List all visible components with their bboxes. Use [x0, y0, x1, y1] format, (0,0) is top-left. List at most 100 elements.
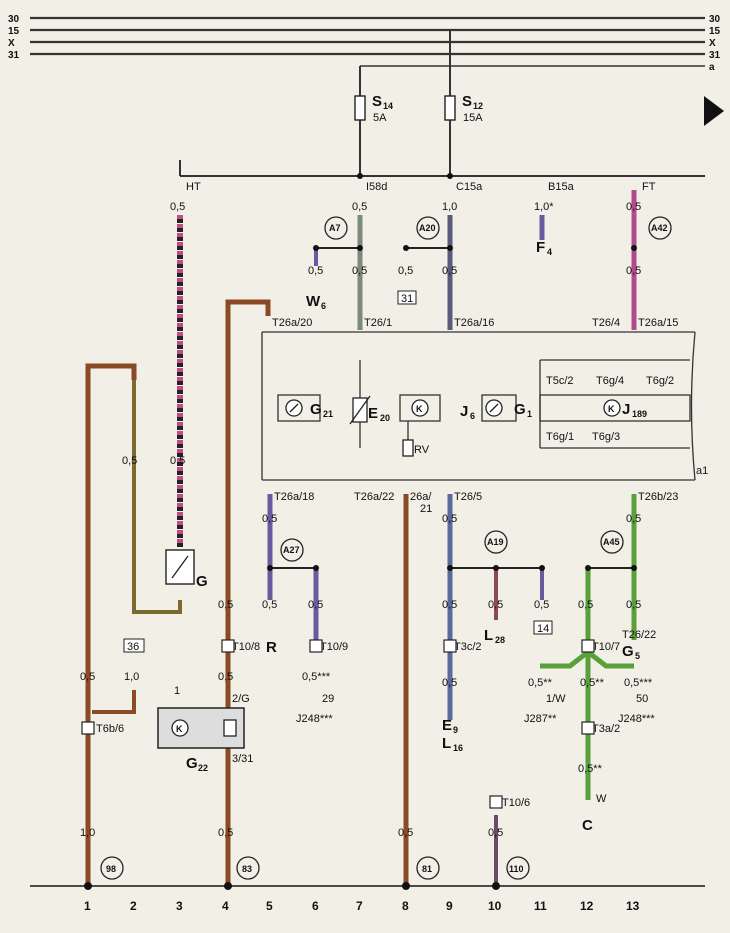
- size-col9b: 0,5: [442, 599, 457, 611]
- conn-c15a: C15a: [456, 181, 483, 193]
- col-7: 7: [356, 899, 363, 913]
- wire-size-labels: 0,5 0,5 1,0 1,0* 0,5 0,5 0,5 0,5 0,5 0,5…: [80, 201, 653, 839]
- size-col9-top: 0,5: [442, 265, 457, 277]
- wire-col1: [85, 363, 137, 885]
- pin-t3c-2: T3c/2: [454, 641, 482, 653]
- fuse-s12-sub: 12: [473, 101, 483, 111]
- size-b15a: 1,0*: [534, 201, 554, 213]
- size-col5: 0,5: [262, 599, 277, 611]
- pin-t6g-4: T6g/4: [596, 375, 624, 387]
- size-col8-bottom: 0,5: [398, 827, 413, 839]
- fuse-feeds: [179, 30, 451, 176]
- pin-t26-22: T26/22: [622, 629, 656, 641]
- pin-t10-8: T10/8: [232, 641, 260, 653]
- earth-ref-83: 83: [242, 864, 252, 874]
- size-i58d: 0,5: [352, 201, 367, 213]
- boxed-ref-31: 31: [401, 293, 413, 305]
- boxed-refs: 31 36 14: [123, 290, 553, 653]
- col-11: 11: [534, 899, 547, 913]
- comp-c: C: [582, 817, 593, 834]
- earth-ref-circles: [100, 856, 530, 880]
- ground-points: [280, 216, 672, 562]
- size-col9c: 0,5: [442, 677, 457, 689]
- pin-t26a-20: T26a/20: [272, 317, 312, 329]
- comp-j248-a: J248***: [296, 713, 333, 725]
- column-numbers: 1 2 3 4 5 6 7 8 9 10 11 12 13: [84, 899, 640, 913]
- continuation-arrow-icon: [704, 96, 724, 126]
- earth-ref-110: 110: [509, 864, 524, 874]
- conn-b15a: B15a: [548, 181, 575, 193]
- size-col13-top: 0,5: [626, 265, 641, 277]
- comp-l16-sub: 16: [453, 743, 463, 753]
- comp-l16: L: [442, 735, 451, 752]
- instrument-cluster: [261, 331, 696, 481]
- ground-point-labels: A7 A20 A42 A27 A19 A45: [283, 223, 668, 555]
- pin-t6g-1: T6g/1: [546, 431, 574, 443]
- col-13: 13: [626, 899, 640, 913]
- comp-j248-b: J248***: [618, 713, 655, 725]
- col-5: 5: [266, 899, 273, 913]
- k-symbol-icon: K: [416, 404, 423, 414]
- size-ft: 0,5: [626, 201, 641, 213]
- col-1: 1: [84, 899, 91, 913]
- comp-f4-sub: 4: [547, 247, 552, 257]
- wires: [85, 190, 637, 885]
- earth-ref-labels: 98 83 81 110: [106, 864, 524, 874]
- g22-k-icon: K: [176, 724, 183, 734]
- comp-j189-sub: 189: [632, 409, 647, 419]
- pin-t10-7: T10/7: [592, 641, 620, 653]
- comp-j287: J287**: [524, 713, 557, 725]
- comp-j189: J: [622, 401, 630, 418]
- pin-t26-4: T26/4: [592, 317, 620, 329]
- comp-g1: G: [514, 401, 526, 418]
- size-col10-bottom: 0,5: [488, 827, 503, 839]
- size-col13-mid: 0,5: [626, 513, 641, 525]
- bus-label-15-right: 15: [709, 26, 721, 37]
- comp-g21: G: [310, 401, 322, 418]
- size-col3: 0,5: [170, 455, 185, 467]
- connector-symbols: [81, 639, 595, 809]
- size-col7: 0,5: [352, 265, 367, 277]
- comp-w6-sub: 6: [321, 301, 326, 311]
- col-10: 10: [488, 899, 502, 913]
- bus-label-31-left: 31: [8, 50, 20, 61]
- bus-label-a-right: a: [709, 62, 715, 73]
- boxed-ref-36: 36: [127, 641, 139, 653]
- bus-labels-left: 30 15 X 31: [8, 14, 20, 61]
- sensor-g22: K G 22: [157, 707, 245, 773]
- comp-j6-sub: 6: [470, 411, 475, 421]
- size-w6: 0,5: [308, 265, 323, 277]
- pin-t6g-3: T6g/3: [592, 431, 620, 443]
- comp-l28: L: [484, 627, 493, 644]
- size-col2: 0,5: [122, 455, 137, 467]
- comp-e9-sub: 9: [453, 725, 458, 735]
- pin-t26a-22: T26a/22: [354, 491, 394, 503]
- conn-i58d: I58d: [366, 181, 387, 193]
- comp-w6: W: [306, 293, 321, 310]
- size-col2b: 1,0: [124, 671, 139, 683]
- ground-a19: A19: [487, 537, 504, 547]
- col-4: 4: [222, 899, 229, 913]
- component-labels: W 6 F 4 G 21 E 20 J 6 G 1 J 189 R L 28 G…: [266, 239, 655, 834]
- col-3: 3: [176, 899, 183, 913]
- pin-g22-3: 3/31: [232, 753, 253, 765]
- bus-label-x-right: X: [709, 38, 716, 49]
- size-col4-bottom: 0,5: [218, 827, 233, 839]
- comp-g22: G: [186, 755, 198, 772]
- pin-50: 50: [636, 693, 648, 705]
- size-col12b: 0,5**: [580, 677, 605, 689]
- fuse-s14: S 14 5A: [354, 93, 393, 124]
- cluster-symbols: [285, 395, 621, 457]
- col-9: 9: [446, 899, 453, 913]
- comp-g21-sub: 21: [323, 409, 333, 419]
- comp-r: R: [266, 639, 277, 656]
- comp-e20-sub: 20: [380, 413, 390, 423]
- fuse-s12: S 12 15A: [444, 93, 483, 124]
- comp-l28-sub: 28: [495, 635, 505, 645]
- size-col12c: 0,5**: [578, 763, 603, 775]
- ground-a42: A42: [651, 223, 668, 233]
- bus-label-x-left: X: [8, 38, 15, 49]
- comp-g1-sub: 1: [527, 409, 532, 419]
- size-col11b: 0,5**: [528, 677, 553, 689]
